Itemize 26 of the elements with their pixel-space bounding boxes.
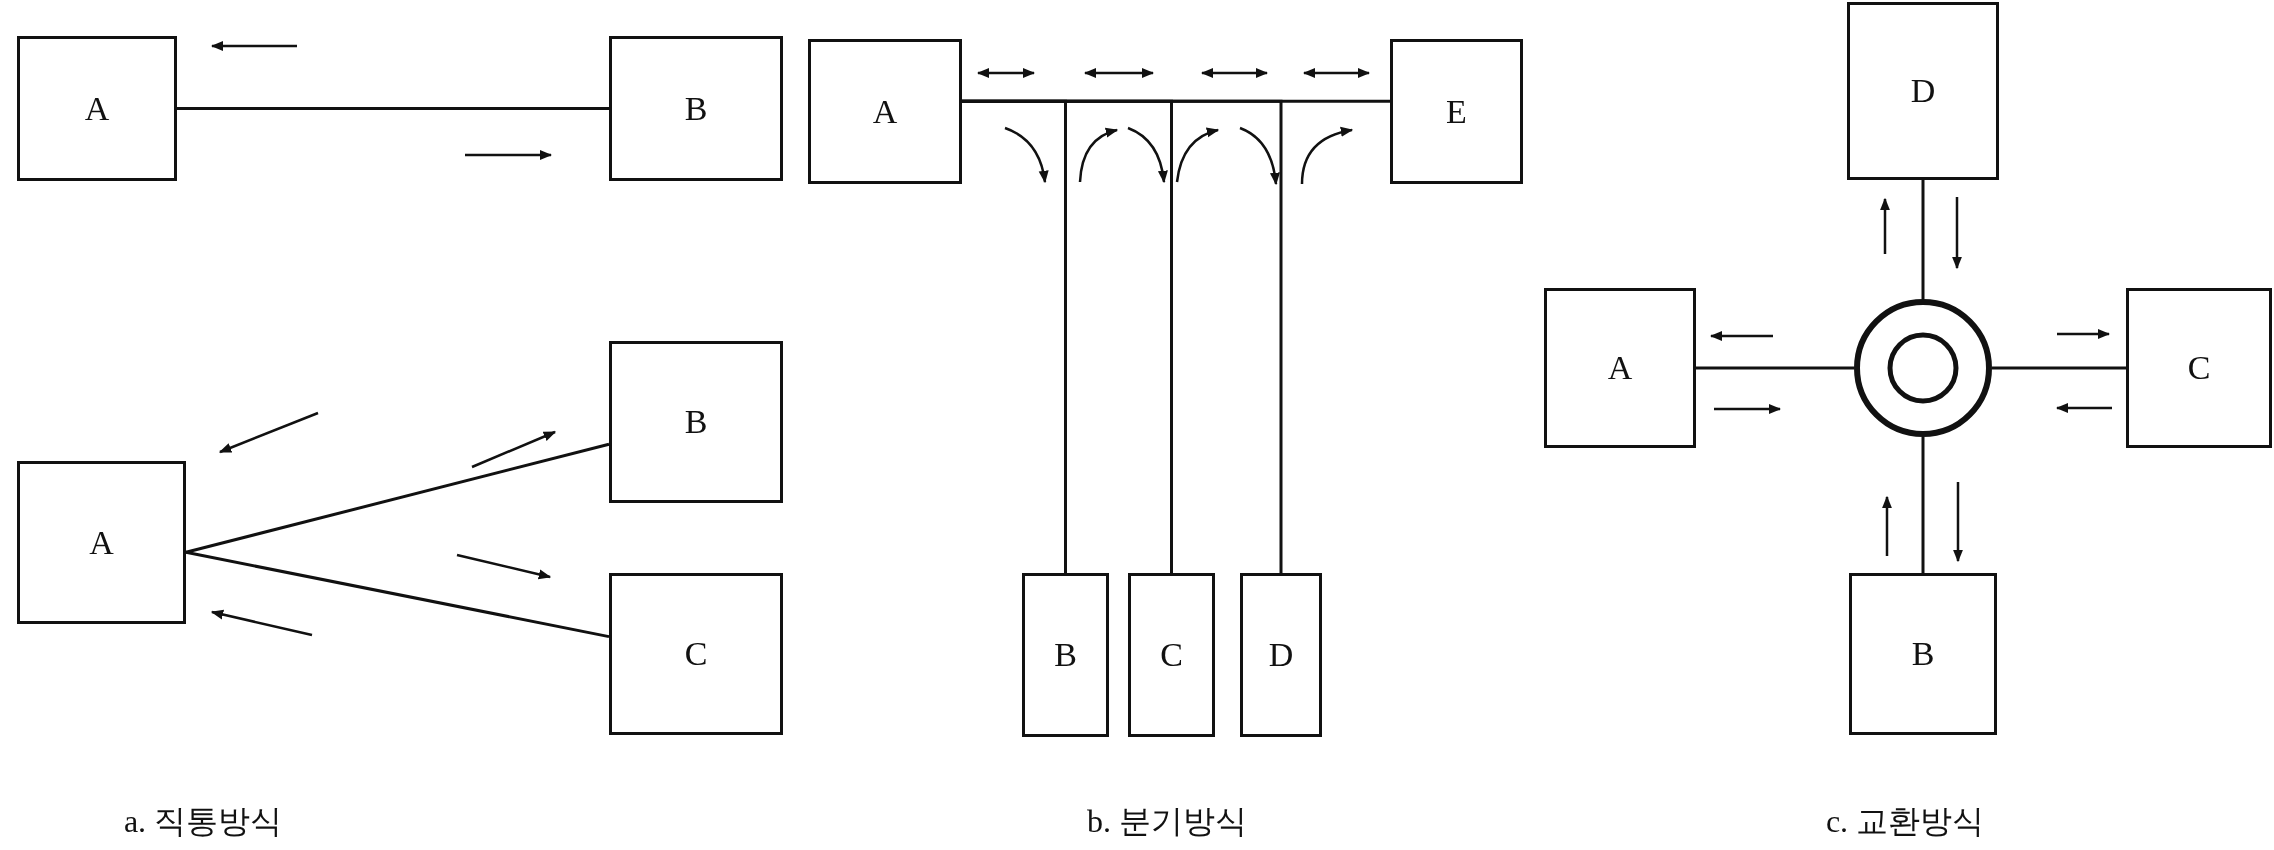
station-box: D: [1240, 573, 1322, 737]
connector-line: [962, 99, 1283, 573]
connector-line: [1921, 437, 1925, 573]
connector-line: [1696, 366, 1854, 370]
station-box: B: [1022, 573, 1109, 737]
station-box: B: [1849, 573, 1997, 735]
station-box: C: [609, 573, 783, 735]
connector-line: [1921, 180, 1925, 299]
station-box: E: [1390, 39, 1523, 184]
station-box: B: [609, 36, 783, 181]
station-box: D: [1847, 2, 1999, 180]
panel-caption: c. 교환방식: [1825, 802, 1985, 841]
connector-line: [1992, 366, 2126, 370]
connector-line: [185, 442, 610, 554]
panel-caption: b. 분기방식: [1087, 802, 1247, 841]
station-box: B: [609, 341, 783, 503]
station-box: A: [808, 39, 962, 184]
connector-line: [185, 550, 610, 639]
connector-line: [177, 107, 609, 110]
panel-caption: a. 직통방식: [123, 802, 283, 841]
station-box: A: [17, 461, 186, 624]
station-box: C: [2126, 288, 2272, 448]
station-box: A: [17, 36, 177, 181]
double-circle: [1854, 299, 1992, 437]
station-box: C: [1128, 573, 1215, 737]
station-box: A: [1544, 288, 1696, 448]
